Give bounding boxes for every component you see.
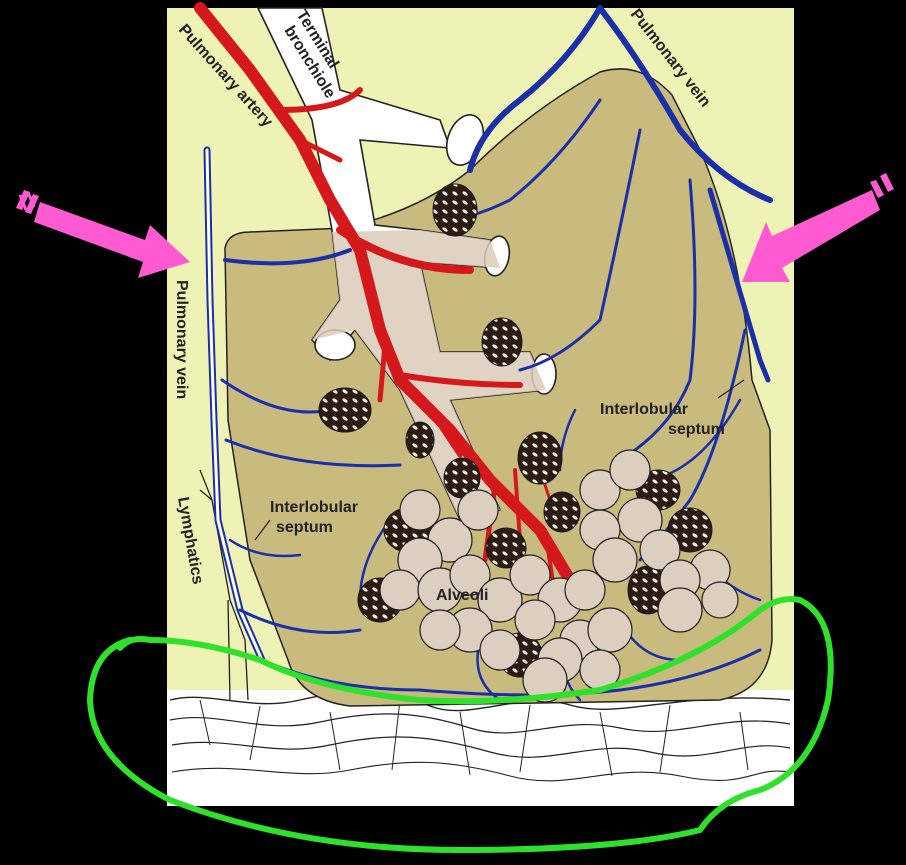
label-interlobular-septum-right-2: septum	[668, 421, 725, 438]
label-interlobular-septum-left-1: Interlobular	[270, 499, 358, 516]
label-interlobular-septum-left-2: septum	[276, 519, 333, 536]
label-alveoli: Alveoli	[436, 587, 488, 604]
pleura-tissue	[167, 690, 794, 806]
label-interlobular-septum-right-1: Interlobular	[600, 401, 688, 418]
label-pulmonary-vein-left: Pulmonary vein	[173, 280, 190, 399]
